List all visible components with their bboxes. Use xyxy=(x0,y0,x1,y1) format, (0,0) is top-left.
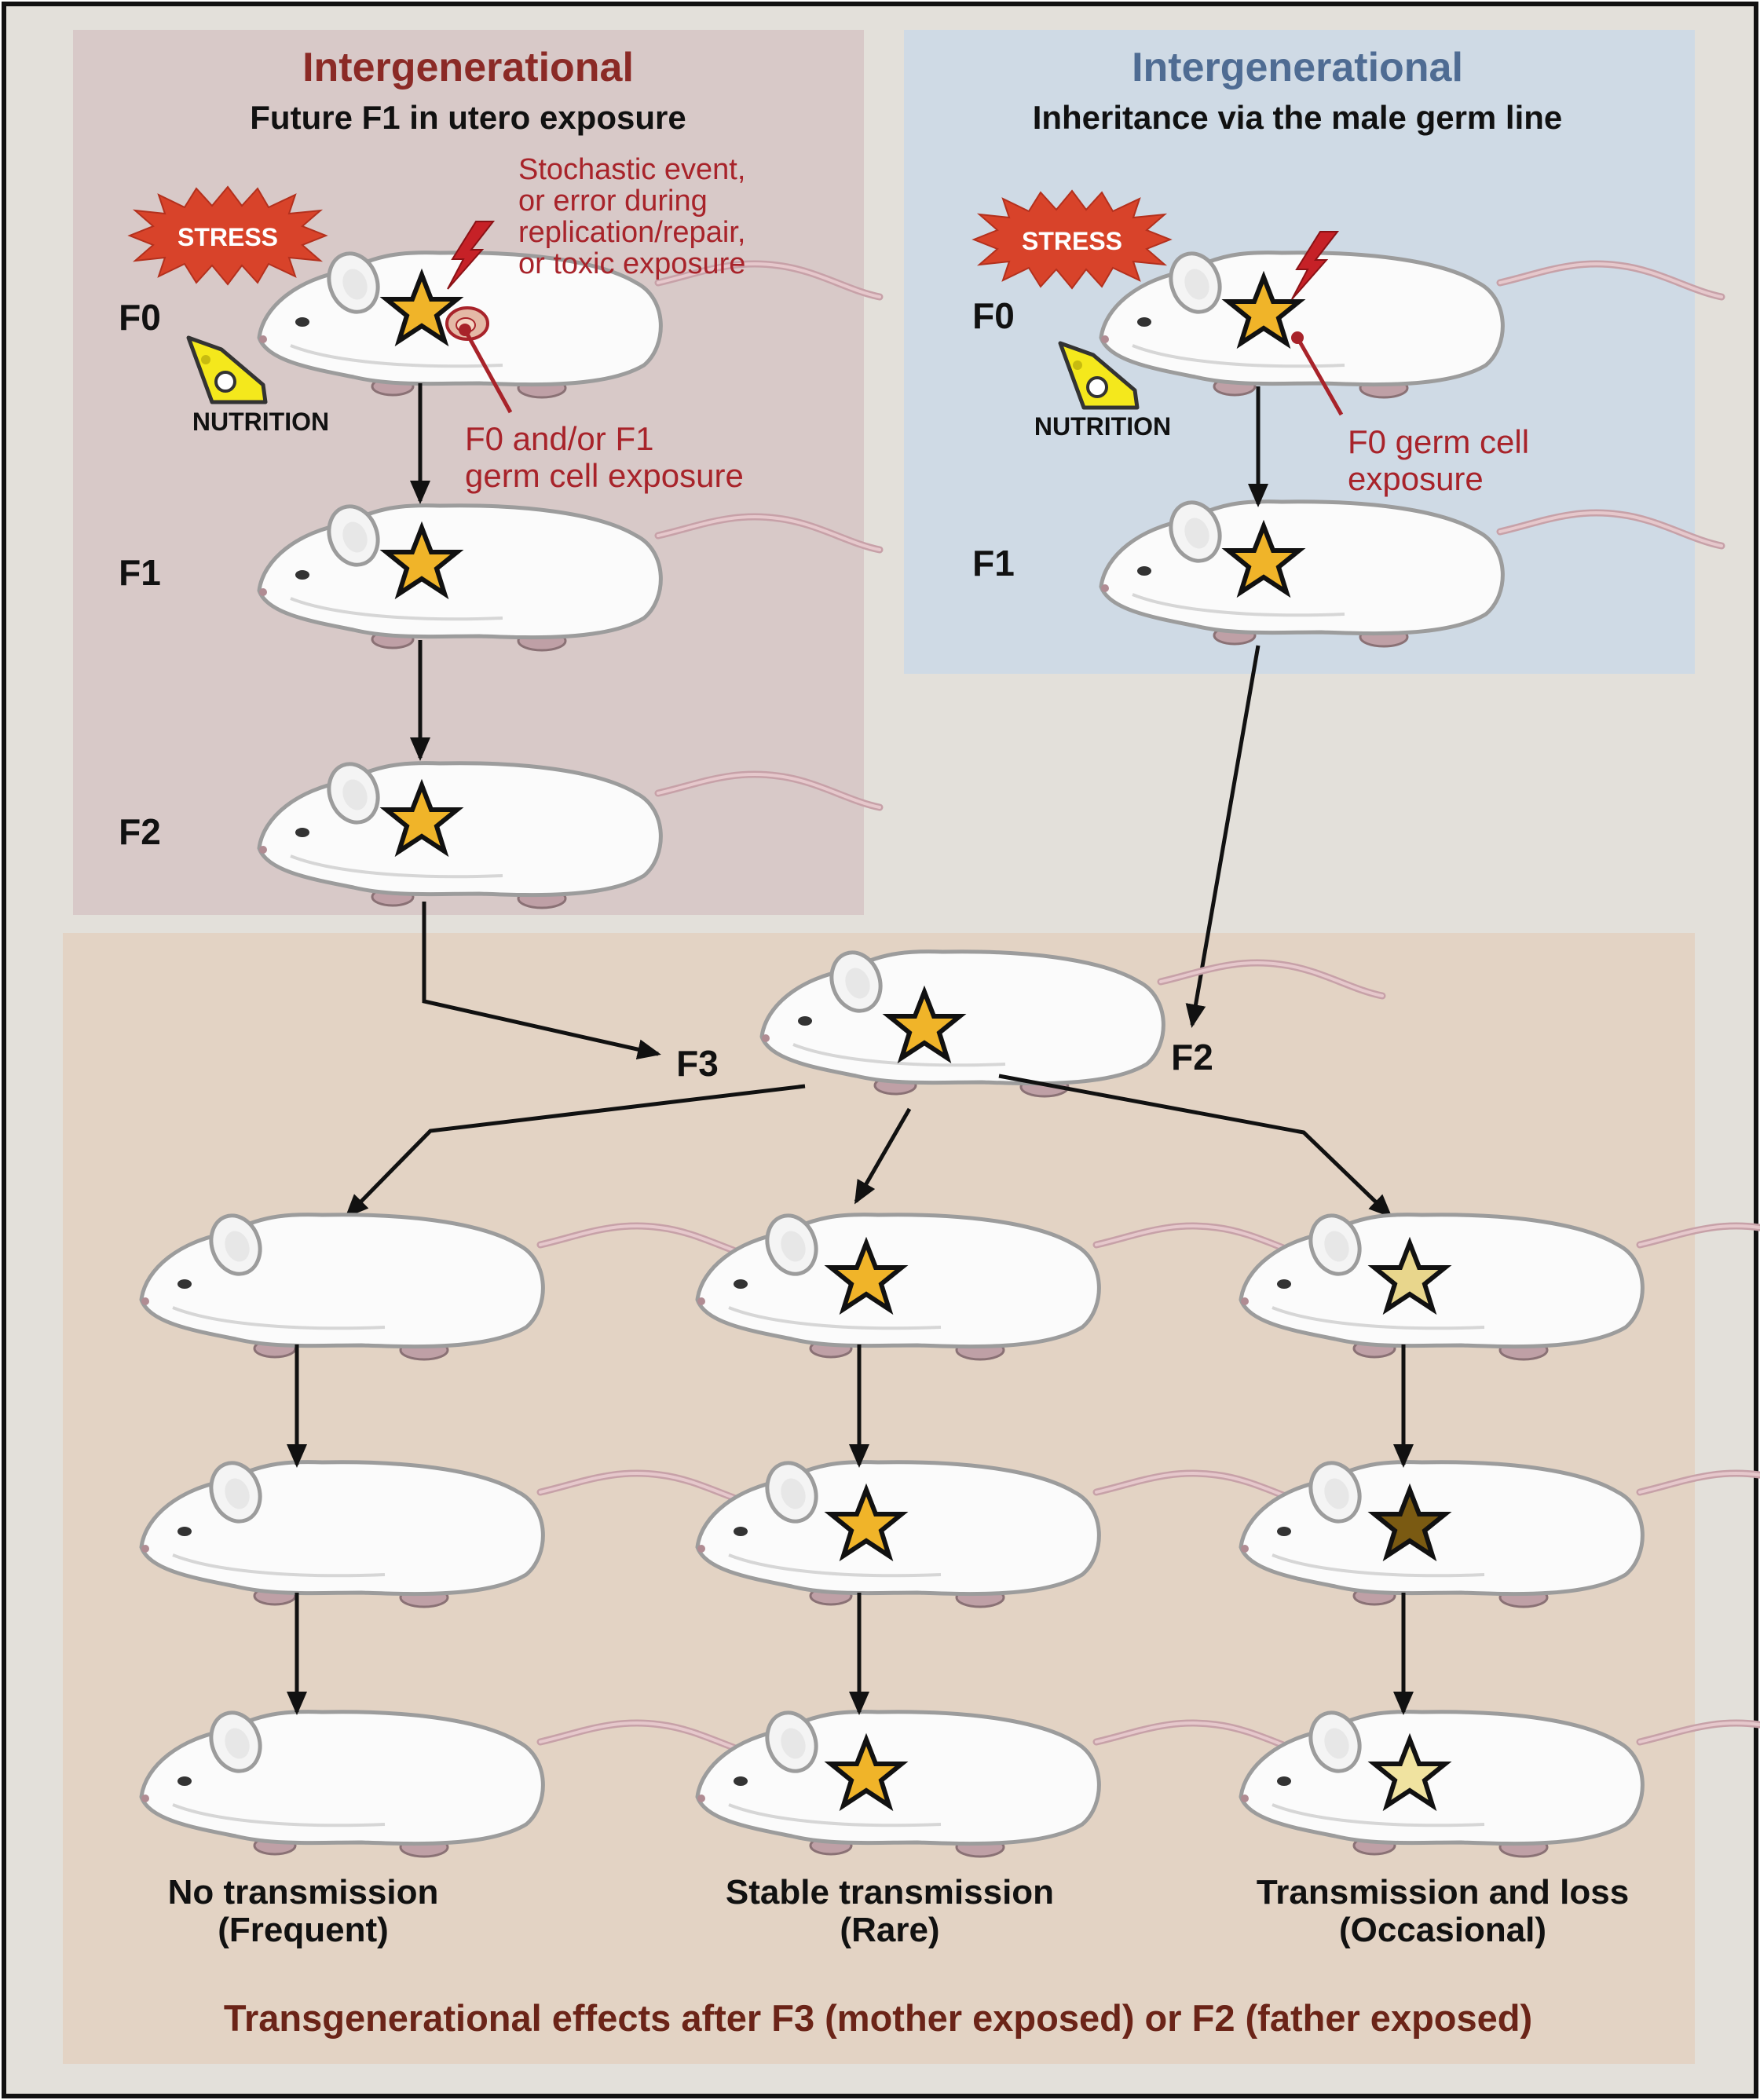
stress-burst-icon: STRESS xyxy=(127,185,328,286)
maternal-title: Intergenerational xyxy=(302,45,634,90)
maternal-subtitle: Future F1 in utero exposure xyxy=(250,99,686,136)
exposure-pointer xyxy=(1295,336,1344,416)
nutrition-label: NUTRITION xyxy=(1034,412,1171,441)
gen-label-f1: F1 xyxy=(119,552,161,593)
arrow-icon xyxy=(345,1084,806,1218)
gen-label-f0: F0 xyxy=(119,297,161,338)
germ-cell-exposure-note: F0 germ cell exposure xyxy=(1348,423,1539,497)
gen-label-f0: F0 xyxy=(972,295,1015,336)
gen-label-f2: F2 xyxy=(119,811,161,852)
stress-label: STRESS xyxy=(1022,227,1122,255)
exposure-note-line: F0 and/or F1 xyxy=(465,420,653,457)
paternal-subtitle: Inheritance via the male germ line xyxy=(1033,99,1563,136)
stochastic-event-note: Stochastic event, or error during replic… xyxy=(518,153,754,280)
exposure-note-line: exposure xyxy=(1348,460,1484,497)
germ-cell-exposure-note: F0 and/or F1 germ cell exposure xyxy=(465,420,744,494)
stress-label: STRESS xyxy=(177,223,278,251)
stress-burst-icon: STRESS xyxy=(971,189,1173,290)
outcome-label-no-transmission: No transmission xyxy=(168,1873,439,1912)
stochastic-note-line: or toxic exposure xyxy=(518,247,745,280)
outcome-label-transmission-loss: Transmission and loss xyxy=(1257,1873,1629,1912)
arrow-icon xyxy=(854,1107,912,1205)
gen-label-f3: F3 xyxy=(676,1043,719,1084)
arrow-icon xyxy=(1185,645,1261,1028)
arrow-icon xyxy=(422,902,661,1059)
transgenerational-footer: Transgenerational effects after F3 (moth… xyxy=(224,1997,1532,2039)
outcome-frequency-no-transmission: (Frequent) xyxy=(218,1911,389,1949)
stochastic-note-line: replication/repair, xyxy=(518,216,745,249)
outcome-label-stable-transmission: Stable transmission xyxy=(726,1873,1054,1912)
stochastic-note-line: Stochastic event, xyxy=(518,153,745,186)
exposure-dot xyxy=(1291,331,1304,344)
lightning-bolt-icon xyxy=(1291,231,1340,300)
gen-label-f2-paternal: F2 xyxy=(1171,1037,1213,1077)
exposure-pointer xyxy=(463,328,513,414)
nutrition-cheese-icon xyxy=(1058,341,1140,410)
arrow-icon xyxy=(998,1074,1392,1218)
exposure-note-line: F0 germ cell xyxy=(1348,423,1529,460)
lightning-bolt-icon xyxy=(447,221,496,290)
exposure-note-line: germ cell exposure xyxy=(465,457,744,494)
outcome-frequency-transmission-loss: (Occasional) xyxy=(1339,1911,1546,1949)
outcome-frequency-stable-transmission: (Rare) xyxy=(840,1911,939,1949)
nutrition-label: NUTRITION xyxy=(192,408,329,436)
nutrition-cheese-icon xyxy=(186,335,268,404)
exposure-dot xyxy=(459,324,471,336)
stochastic-note-line: or error during xyxy=(518,185,708,218)
paternal-title: Intergenerational xyxy=(1132,45,1463,90)
gen-label-f1: F1 xyxy=(972,543,1015,584)
